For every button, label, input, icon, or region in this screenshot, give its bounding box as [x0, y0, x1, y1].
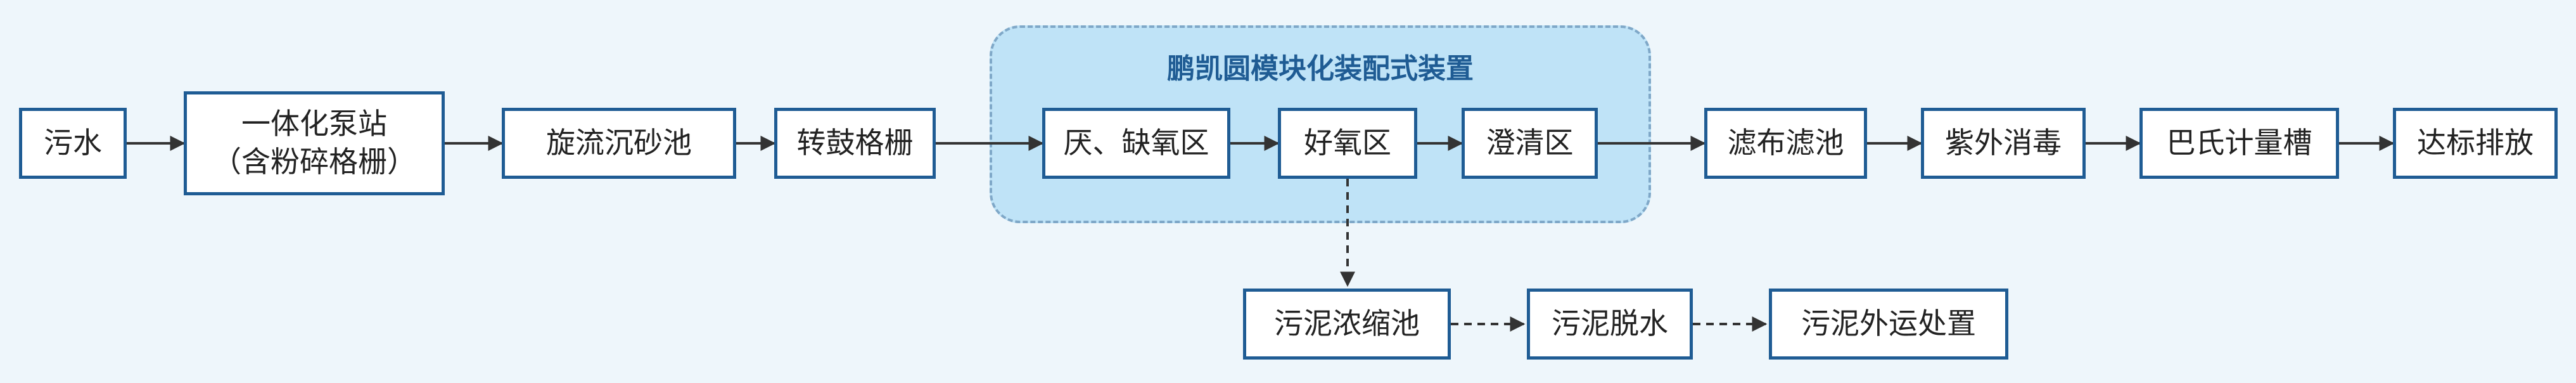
node-parshall-flume: 巴氏计量槽 — [2139, 108, 2339, 179]
node-drum-screen-label: 转鼓格栅 — [796, 126, 914, 160]
node-sewage-label: 污水 — [44, 126, 102, 160]
node-grit-chamber-label: 旋流沉砂池 — [546, 126, 692, 160]
node-sludge-dewatering: 污泥脱水 — [1527, 289, 1693, 360]
node-compliant-discharge-label: 达标排放 — [2417, 126, 2534, 160]
node-uv-disinfection: 紫外消毒 — [1921, 108, 2086, 179]
node-drum-screen: 转鼓格栅 — [774, 108, 936, 179]
node-pump-station-label: 一体化泵站 — [241, 107, 387, 141]
node-anaerobic-anoxic-zone: 厌、缺氧区 — [1042, 108, 1230, 179]
node-aerobic-zone-label: 好氧区 — [1304, 126, 1391, 160]
node-cloth-filter-label: 滤布滤池 — [1727, 126, 1844, 160]
node-sewage: 污水 — [19, 108, 127, 179]
node-aerobic-zone: 好氧区 — [1278, 108, 1417, 179]
node-pump-station: 一体化泵站 （含粉碎格栅） — [184, 91, 445, 195]
node-compliant-discharge: 达标排放 — [2393, 108, 2558, 179]
node-pump-station-text: 一体化泵站 （含粉碎格栅） — [212, 105, 416, 181]
node-uv-disinfection-label: 紫外消毒 — [1945, 126, 2062, 160]
node-clarifier-zone-label: 澄清区 — [1486, 126, 1574, 160]
node-sludge-disposal-label: 污泥外运处置 — [1801, 306, 1976, 341]
node-sludge-thickener-label: 污泥浓缩池 — [1274, 306, 1420, 341]
node-cloth-filter: 滤布滤池 — [1704, 108, 1867, 179]
node-sludge-thickener: 污泥浓缩池 — [1243, 289, 1451, 360]
node-parshall-flume-label: 巴氏计量槽 — [2166, 126, 2312, 160]
modular-unit-title: 鹏凯圆模块化装配式装置 — [1167, 53, 1474, 85]
node-anaerobic-anoxic-zone-label: 厌、缺氧区 — [1063, 126, 1209, 160]
node-pump-station-sublabel: （含粉碎格栅） — [212, 145, 416, 179]
node-sludge-dewatering-label: 污泥脱水 — [1552, 306, 1668, 341]
node-clarifier-zone: 澄清区 — [1462, 108, 1598, 179]
node-sludge-disposal: 污泥外运处置 — [1769, 289, 2008, 360]
node-grit-chamber: 旋流沉砂池 — [502, 108, 736, 179]
